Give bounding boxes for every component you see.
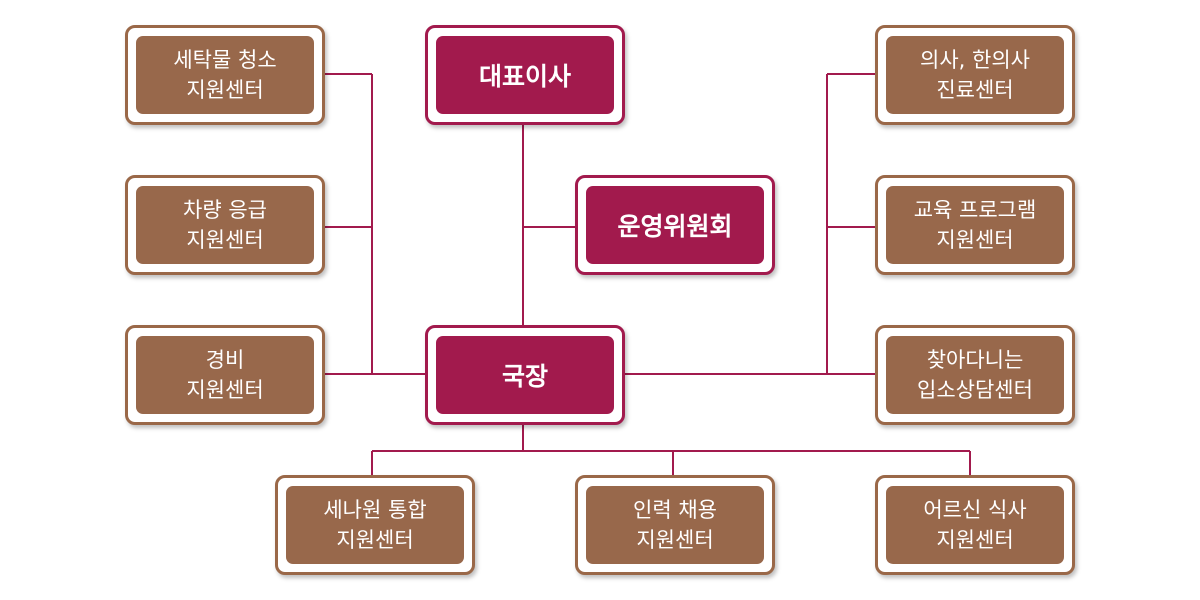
right-unit-1-label: 의사, 한의사 진료센터 <box>886 36 1064 114</box>
left-unit-2: 차량 응급 지원센터 <box>125 175 325 275</box>
committee-label: 운영위원회 <box>586 186 764 264</box>
right-unit-3: 찾아다니는 입소상담센터 <box>875 325 1075 425</box>
left-unit-2-label: 차량 응급 지원센터 <box>136 186 314 264</box>
director-box: 국장 <box>425 325 625 425</box>
left-unit-1: 세탁물 청소 지원센터 <box>125 25 325 125</box>
committee-box: 운영위원회 <box>575 175 775 275</box>
bottom-unit-2-label: 인력 채용 지원센터 <box>586 486 764 564</box>
director-label: 국장 <box>436 336 614 414</box>
bottom-unit-3: 어르신 식사 지원센터 <box>875 475 1075 575</box>
bottom-unit-2: 인력 채용 지원센터 <box>575 475 775 575</box>
right-unit-2-label: 교육 프로그램 지원센터 <box>886 186 1064 264</box>
left-unit-3-label: 경비 지원센터 <box>136 336 314 414</box>
ceo-box: 대표이사 <box>425 25 625 125</box>
left-unit-3: 경비 지원센터 <box>125 325 325 425</box>
right-unit-3-label: 찾아다니는 입소상담센터 <box>886 336 1064 414</box>
bottom-unit-3-label: 어르신 식사 지원센터 <box>886 486 1064 564</box>
right-unit-2: 교육 프로그램 지원센터 <box>875 175 1075 275</box>
left-unit-1-label: 세탁물 청소 지원센터 <box>136 36 314 114</box>
bottom-unit-1: 세나원 통합 지원센터 <box>275 475 475 575</box>
right-unit-1: 의사, 한의사 진료센터 <box>875 25 1075 125</box>
ceo-label: 대표이사 <box>436 36 614 114</box>
bottom-unit-1-label: 세나원 통합 지원센터 <box>286 486 464 564</box>
